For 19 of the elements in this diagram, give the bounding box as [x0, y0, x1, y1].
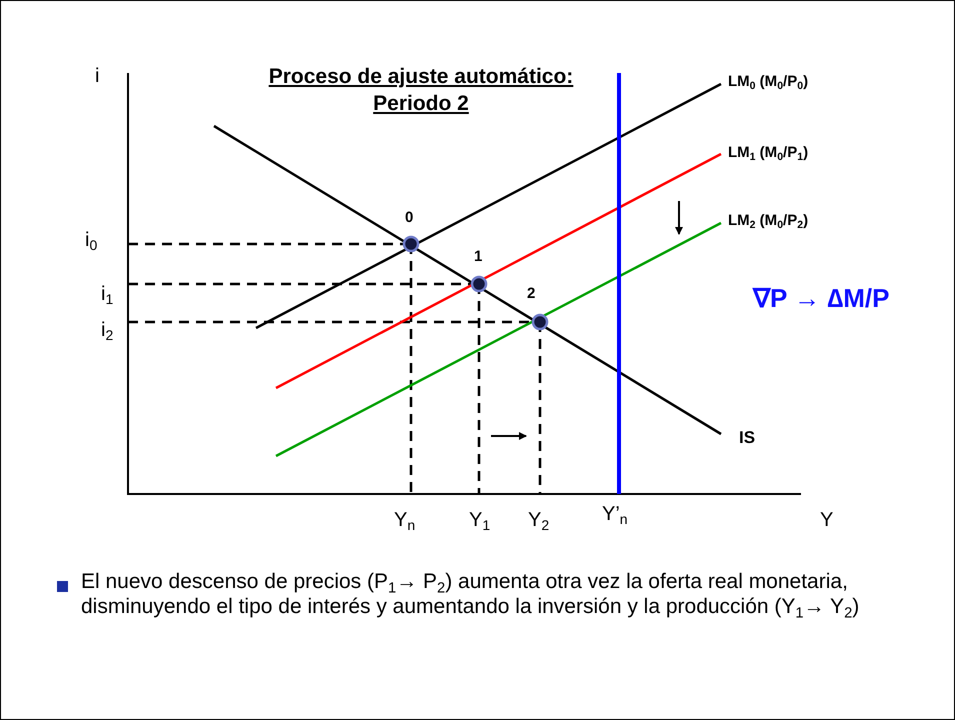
annotation: ∇P → ∆M/P [753, 284, 890, 314]
curve-label: LM$_{1}$ (M$_{0}$/P$_{1}$) [728, 144, 808, 162]
axis-label: i [95, 65, 100, 88]
point-label: 1 [474, 248, 482, 266]
axis-label: Y [820, 509, 834, 532]
point-label: 0 [405, 209, 414, 226]
curve-label: LM$_{0}$ (M$_{0}$/P$_{0}$) [728, 73, 808, 90]
axis-label: i$_{1}$ [101, 283, 114, 306]
axis-label: i$_{0}$ [85, 229, 98, 252]
point-label: 2 [527, 285, 536, 302]
body-text: El nuevo descenso de precios (P$_{1}$→ P$_{2}$) aumenta otra vez la oferta real monetaria, disminuyendo el tipo de interés y aumentando la inversión y la producción (Y$_{1}$→ Y$_{2}$) [81, 569, 860, 620]
axis-label: Y$_{1}$ [469, 509, 490, 532]
axis-label: Y’$_{n}$ [602, 503, 628, 526]
diagram-title: Proceso de ajuste automático: Periodo 2 [268, 64, 574, 118]
curve-label: IS [739, 428, 756, 448]
axis-label: i$_{2}$ [101, 319, 114, 342]
axis-label: Y$_{2}$ [528, 509, 550, 532]
axis-label: Y$_{n}$ [394, 509, 416, 532]
curve-label: LM$_{2}$ (M$_{0}$/P$_{2}$) [728, 212, 808, 230]
